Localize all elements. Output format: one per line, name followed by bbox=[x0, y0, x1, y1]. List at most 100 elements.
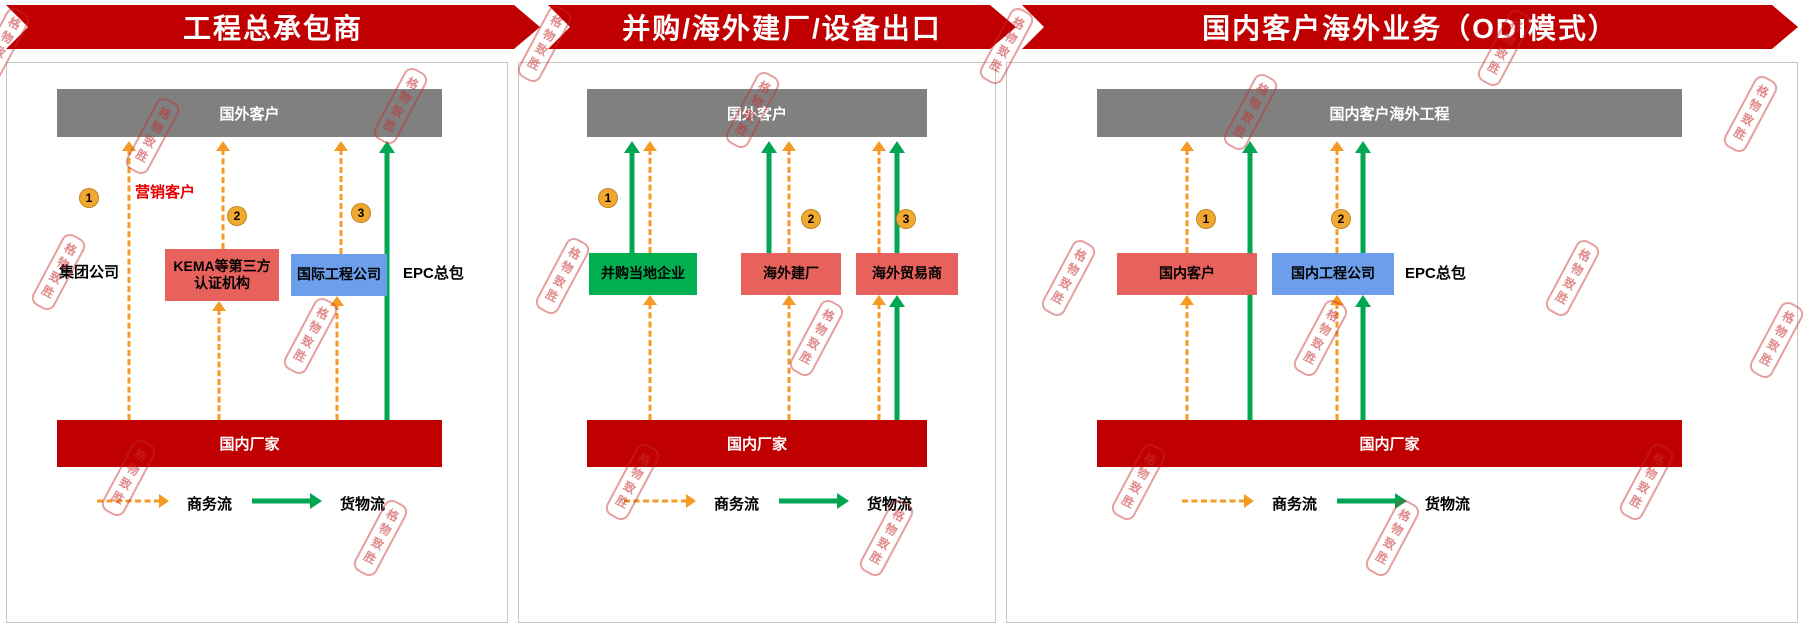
arrow-line bbox=[648, 149, 652, 253]
legend-goods-label: 货物流 bbox=[1425, 496, 1471, 513]
arrow-head-icon bbox=[686, 494, 696, 508]
step-badge-1: 1 bbox=[598, 188, 618, 208]
business-flow-arrow bbox=[1330, 295, 1344, 420]
arrow-head-icon bbox=[330, 296, 344, 306]
goods-flow-arrow bbox=[889, 295, 905, 420]
legend-business-label: 商务流 bbox=[187, 496, 233, 513]
goods-flow-arrow bbox=[761, 141, 777, 253]
arrow-head-icon bbox=[643, 141, 657, 151]
business-flow-arrow bbox=[782, 141, 796, 253]
arrow-head-icon bbox=[761, 141, 777, 153]
foreign-customer-box: 国外客户 bbox=[57, 89, 442, 137]
arrow-head-icon bbox=[837, 493, 849, 509]
banner-epc-contractor: 工程总承包商 bbox=[6, 5, 540, 49]
legend-goods-arrow bbox=[252, 493, 322, 509]
arrow-line bbox=[894, 303, 900, 420]
domestic-manufacturer-box: 国内厂家 bbox=[587, 420, 927, 467]
overseas-trader-box: 海外贸易商 bbox=[856, 253, 958, 295]
arrow-head-icon bbox=[1180, 141, 1194, 151]
epc-label: EPC总包 bbox=[403, 265, 464, 282]
banner-title: 国内客户海外业务（ODI模式） bbox=[1202, 13, 1618, 44]
arrow-head-icon bbox=[1395, 493, 1407, 509]
goods-flow-arrow bbox=[379, 141, 395, 420]
arrow-line bbox=[766, 149, 772, 253]
arrow-line bbox=[1185, 303, 1189, 420]
legend-business-arrow bbox=[1182, 494, 1254, 508]
group-company-label: 集团公司 bbox=[59, 264, 120, 281]
panel-odi-mode: 国内客户海外工程 国内厂家 国内客户 国内工程公司 EPC总包 1 2 商务流 … bbox=[1006, 62, 1798, 623]
arrow-line bbox=[1185, 149, 1189, 253]
goods-flow-arrow bbox=[889, 141, 905, 253]
arrow-head-icon bbox=[216, 141, 230, 151]
step-badge-2: 2 bbox=[801, 209, 821, 229]
arrow-line bbox=[1337, 498, 1398, 504]
panel-epc-contractor: 国外客户 国内厂家 集团公司 KEMA等第三方 认证机构 国际工程公司 EPC总… bbox=[6, 62, 508, 623]
arrow-head-icon bbox=[624, 141, 640, 153]
domestic-engineering-box: 国内工程公司 bbox=[1272, 253, 1394, 295]
goods-flow-arrow bbox=[1355, 141, 1371, 253]
business-flow-arrow bbox=[643, 141, 657, 253]
arrow-line bbox=[877, 303, 881, 420]
domestic-manufacturer-box: 国内厂家 bbox=[1097, 420, 1682, 467]
step-badge-3: 3 bbox=[896, 209, 916, 229]
arrow-line bbox=[787, 149, 791, 253]
arrow-line bbox=[97, 499, 160, 503]
certifier-box: KEMA等第三方 认证机构 bbox=[165, 249, 279, 301]
business-flow-arrow bbox=[1330, 141, 1344, 253]
arrow-line bbox=[221, 149, 225, 249]
arrow-line bbox=[1360, 149, 1366, 253]
legend-business-arrow bbox=[624, 494, 696, 508]
arrow-line bbox=[779, 498, 840, 504]
arrow-line bbox=[1335, 303, 1339, 420]
legend-goods-label: 货物流 bbox=[340, 496, 386, 513]
business-flow-arrow bbox=[872, 141, 886, 253]
arrow-line bbox=[339, 149, 343, 254]
legend-business-arrow bbox=[97, 494, 169, 508]
arrow-line bbox=[127, 149, 131, 420]
banner-title: 并购/海外建厂/设备出口 bbox=[622, 13, 942, 44]
arrow-line bbox=[1360, 303, 1366, 420]
arrow-head-icon bbox=[334, 141, 348, 151]
business-flow-arrow bbox=[212, 301, 226, 420]
arrow-head-icon bbox=[159, 494, 169, 508]
intl-engineering-box: 国际工程公司 bbox=[291, 254, 387, 296]
business-flow-arrow bbox=[334, 141, 348, 254]
arrow-head-icon bbox=[643, 295, 657, 305]
business-flow-arrow bbox=[872, 295, 886, 420]
banner-title: 工程总承包商 bbox=[182, 13, 363, 44]
arrow-head-icon bbox=[1180, 295, 1194, 305]
arrow-head-icon bbox=[889, 295, 905, 307]
arrow-head-icon bbox=[1330, 141, 1344, 151]
panel-ma-export: 国外客户 国内厂家 并购当地企业 海外建厂 海外贸易商 1 2 3 商务流 货物… bbox=[518, 62, 996, 623]
step-badge-2: 2 bbox=[227, 206, 247, 226]
arrow-head-icon bbox=[1330, 295, 1344, 305]
arrow-head-icon bbox=[872, 141, 886, 151]
arrow-head-icon bbox=[889, 141, 905, 153]
arrow-line bbox=[629, 149, 635, 253]
arrow-line bbox=[252, 498, 313, 504]
step-badge-1: 1 bbox=[79, 188, 99, 208]
arrow-head-icon bbox=[379, 141, 395, 153]
arrow-line bbox=[1335, 149, 1339, 253]
arrow-head-icon bbox=[1355, 141, 1371, 153]
foreign-customer-box: 国外客户 bbox=[587, 89, 927, 137]
legend-goods-arrow bbox=[779, 493, 849, 509]
legend-goods-label: 货物流 bbox=[867, 496, 913, 513]
business-flow-arrow bbox=[330, 296, 344, 420]
banner-ma-export: 并购/海外建厂/设备出口 bbox=[548, 5, 1016, 49]
domestic-customer-box: 国内客户 bbox=[1117, 253, 1257, 295]
arrow-head-icon bbox=[310, 493, 322, 509]
domestic-manufacturer-box: 国内厂家 bbox=[57, 420, 442, 467]
epc-label: EPC总包 bbox=[1405, 265, 1466, 282]
acquired-local-box: 并购当地企业 bbox=[589, 253, 697, 295]
step-badge-1: 1 bbox=[1196, 209, 1216, 229]
step-badge-3: 3 bbox=[351, 203, 371, 223]
arrow-line bbox=[384, 149, 390, 420]
arrow-line bbox=[894, 149, 900, 253]
arrow-head-icon bbox=[782, 141, 796, 151]
arrow-line bbox=[787, 303, 791, 420]
arrow-head-icon bbox=[1244, 494, 1254, 508]
arrow-head-icon bbox=[872, 295, 886, 305]
goods-flow-arrow bbox=[624, 141, 640, 253]
